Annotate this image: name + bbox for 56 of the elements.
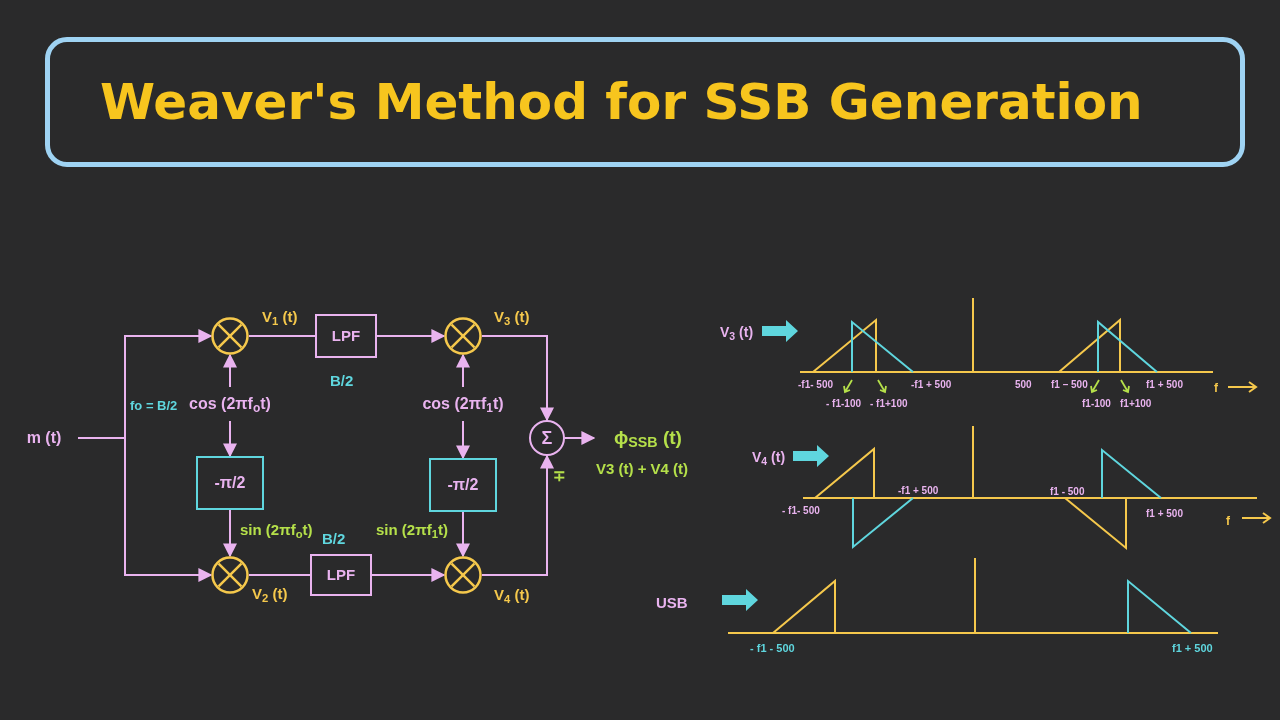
axis-label: f1 - 500	[1050, 485, 1085, 499]
arrow	[564, 431, 596, 445]
axis-label: - f1+100	[870, 397, 908, 411]
axis-label: f	[1214, 380, 1218, 397]
arrow	[223, 509, 237, 558]
arrow	[376, 329, 446, 343]
axis-label: fo = B/2	[130, 397, 178, 415]
axis-label: V$_{3}$ (t)	[720, 323, 754, 343]
axis-label: -f1- 500	[798, 378, 833, 392]
arrow	[456, 511, 470, 558]
oscillator-label: cos (2πf$_{1}$t)	[403, 391, 523, 417]
axis-label: V$_{4}$ (t)	[752, 448, 786, 468]
axis-label: f1+100	[1120, 397, 1152, 411]
multiplier-circle	[211, 556, 249, 594]
phase-shifter-box: -π/2	[196, 456, 264, 510]
axis-label: f1 + 500	[1146, 507, 1183, 521]
axis-label: f1 + 500	[1172, 641, 1213, 656]
axis-label: 500	[1015, 378, 1032, 392]
axis-label: - f1- 500	[782, 504, 820, 518]
arrow	[481, 335, 554, 422]
arrow	[77, 437, 213, 582]
multiplier-circle	[444, 556, 482, 594]
connector-line	[248, 335, 316, 337]
axis-label: -f1 + 500	[898, 484, 939, 498]
signal-label: V$_{4}$ (t)	[494, 585, 530, 607]
axis-label: f1 – 500	[1051, 378, 1088, 392]
signal-label: V$_{1}$ (t)	[262, 307, 298, 329]
arrow	[481, 454, 554, 576]
signal-label: V3 (t) + V4 (t)	[596, 459, 689, 479]
axis-label: f1-100	[1082, 397, 1111, 411]
phase-shifter-box: -π/2	[429, 458, 497, 512]
axis-label: f	[1226, 513, 1230, 530]
axis-label: - f1-100	[826, 397, 861, 411]
connector-line	[248, 574, 311, 576]
arrow	[223, 420, 237, 458]
output-signal-label: ϕ$_{SSB}$ (t)	[598, 423, 698, 453]
multiplier-circle	[211, 317, 249, 355]
title: Weaver's Method for SSB Generation	[100, 71, 1143, 133]
filter-box: LPF	[315, 314, 377, 358]
arrow	[223, 353, 237, 388]
signal-label: B/2	[322, 529, 346, 549]
input-signal-label: m (t)	[14, 424, 74, 452]
signal-label: ∓	[553, 466, 566, 486]
summing-junction: Σ	[529, 420, 565, 456]
arrow	[456, 353, 470, 388]
arrow	[456, 420, 470, 460]
signal-label: B/2	[330, 371, 354, 391]
axis-label: f1 + 500	[1146, 378, 1183, 392]
arrow	[371, 568, 446, 582]
multiplier-circle	[444, 317, 482, 355]
axis-label: USB	[656, 593, 688, 613]
axis-label: -f1 + 500	[911, 378, 952, 392]
axis-label: - f1 - 500	[750, 641, 795, 656]
filter-box: LPF	[310, 554, 372, 596]
signal-label: V$_{2}$ (t)	[252, 584, 288, 606]
signal-label: V$_{3}$ (t)	[494, 307, 530, 329]
